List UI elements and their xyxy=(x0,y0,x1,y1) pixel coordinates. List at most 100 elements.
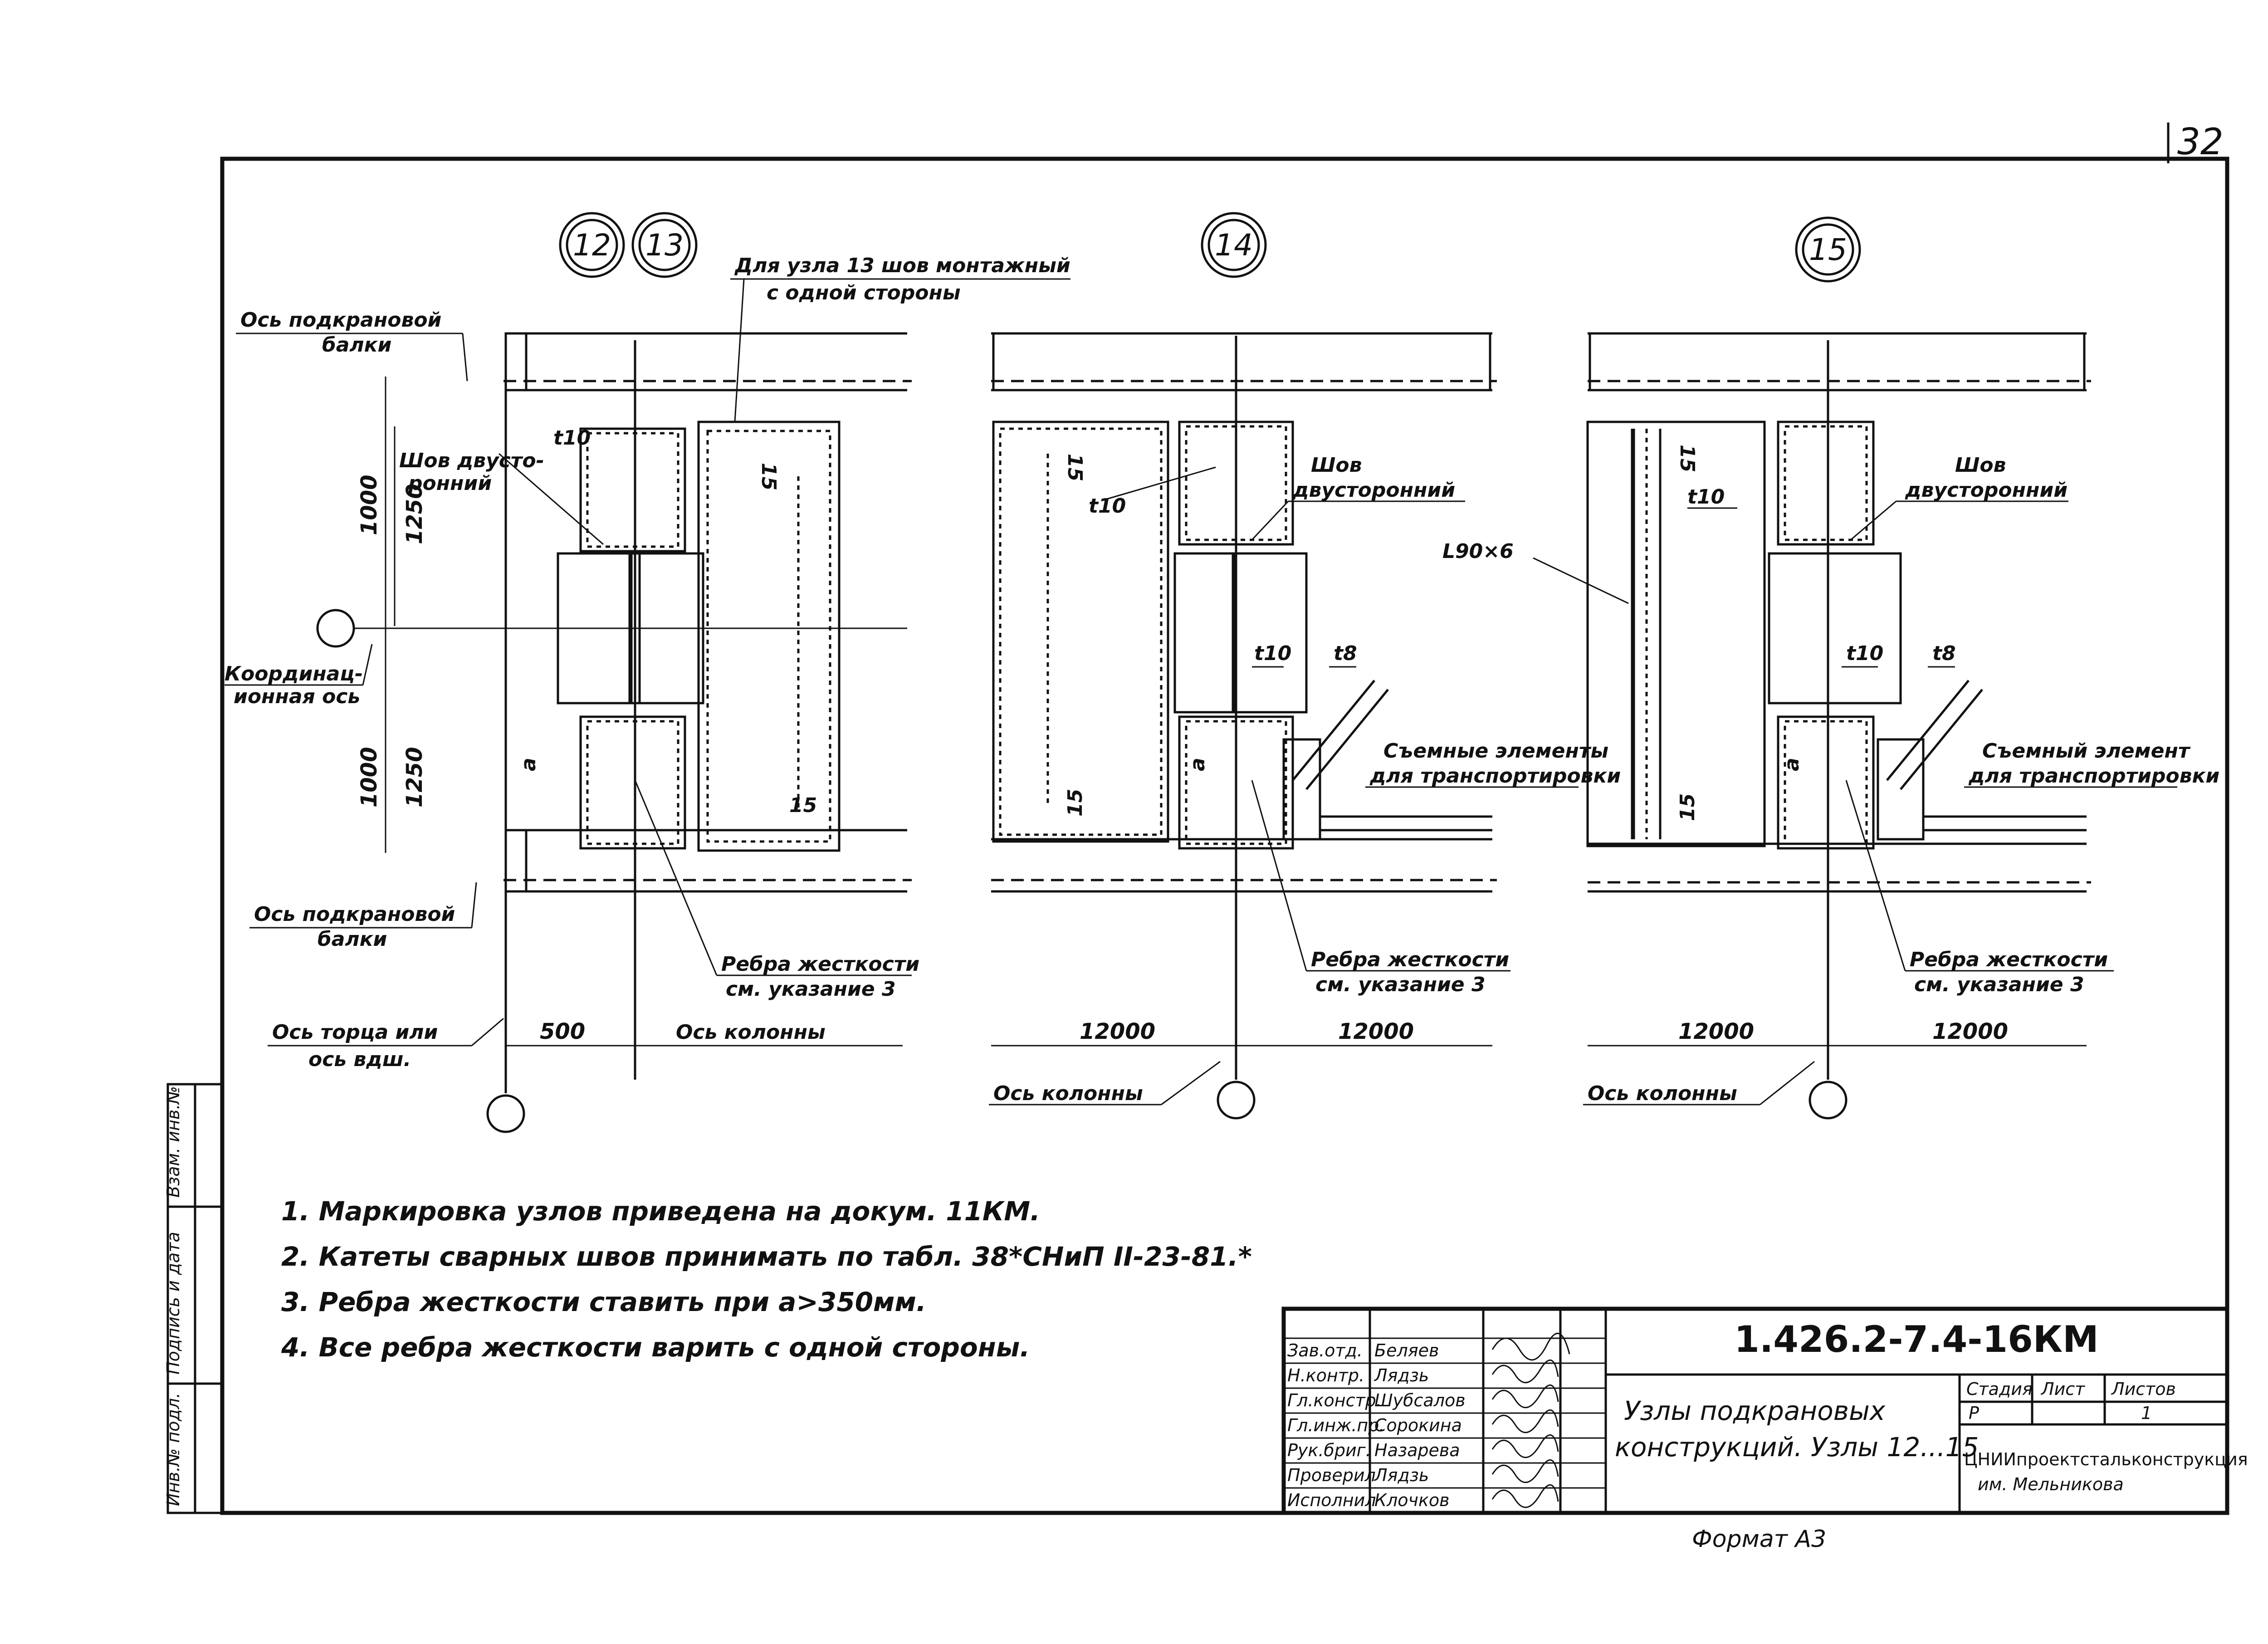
removable-elements-label-2: для транспортировки xyxy=(1369,764,1621,788)
tb-role: Гл.констр. xyxy=(1287,1390,1382,1410)
signature-mark xyxy=(1491,1459,1559,1483)
crane-beam-axis-top-label: Ось подкрановой xyxy=(240,308,441,332)
drawing-frame xyxy=(220,157,2229,1515)
tb-name: Сорокина xyxy=(1374,1415,1462,1435)
node-14-detail: 14 t10 t10 t8 Шов двусторонний xyxy=(989,212,1621,1120)
removable-elements-label: Съемные элементы xyxy=(1383,739,1608,763)
stiffener-label-2: см. указание 3 xyxy=(1914,973,2084,996)
crane-beam-axis-top-label-2: балки xyxy=(322,333,391,357)
t8-label: t8 xyxy=(1334,642,1357,665)
brace-member xyxy=(1900,689,1983,790)
dimension-12000: 12000 xyxy=(1678,1019,1754,1044)
coordination-axis-label: Координац- xyxy=(225,662,363,685)
bottom-stiffener xyxy=(1178,715,1294,850)
sheet-title: Узлы подкрановых xyxy=(1624,1395,1886,1426)
tb-role: Гл.инж.пр. xyxy=(1287,1415,1384,1435)
splice-plate xyxy=(1768,552,1902,705)
bottom-stiffener xyxy=(579,715,686,850)
stiffener-label: Ребра жесткости xyxy=(1311,948,1509,971)
signature-mark xyxy=(1491,1434,1559,1458)
tb-role: Рук.бриг. xyxy=(1287,1440,1371,1460)
removable-element-label-2: для транспортировки xyxy=(1968,764,2219,788)
node-15-detail: 15 L90×6 t10 t10 t8 Шов двусторо xyxy=(1442,216,2219,1120)
tb-name: Лядзь xyxy=(1374,1365,1429,1385)
weld-seam xyxy=(586,432,679,548)
node-marker-12 xyxy=(559,212,625,278)
node-marker-12-inner xyxy=(566,219,618,271)
leader xyxy=(471,1018,504,1047)
tb-name: Назарева xyxy=(1374,1440,1460,1460)
node-marker-15 xyxy=(1795,216,1861,283)
column-axis-label: Ось колонны xyxy=(676,1021,826,1044)
signature-mark xyxy=(1491,1384,1559,1409)
leader xyxy=(1161,1061,1221,1106)
sheets-value: 1 xyxy=(2141,1403,2152,1423)
node-12-13-detail: 12 13 Для узла 13 шов монтажный с одной … xyxy=(225,212,1070,1133)
weld-seam xyxy=(706,430,831,843)
leader xyxy=(1845,780,1906,971)
brace-member xyxy=(1886,680,1970,781)
dimension-500: 500 xyxy=(540,1019,585,1044)
title-block-frame xyxy=(1281,1306,2229,1515)
crane-beam-axis-bottom-label-2: балки xyxy=(318,928,387,951)
dimension-1000-top: 1000 xyxy=(357,475,382,535)
weld-seam xyxy=(999,427,1163,836)
beam-end-plate xyxy=(504,829,528,893)
weld-note-node-13: Для узла 13 шов монтажный xyxy=(734,254,1070,277)
crane-beam-axis-bottom-label: Ось подкрановой xyxy=(254,903,455,926)
dimension-1250-bottom: 1250 xyxy=(402,747,427,807)
side-stamp-cell-3: Взам. инв.№ xyxy=(163,1086,183,1198)
column-axis-label: Ось колонны xyxy=(993,1082,1143,1105)
leader xyxy=(499,453,604,545)
dimension-a: a xyxy=(1780,758,1804,771)
node-marker-15-inner xyxy=(1802,223,1854,276)
brace-member xyxy=(1292,680,1375,781)
note-2: 2. Катеты сварных швов принимать по табл… xyxy=(281,1241,1252,1272)
stiffener-label: Ребра жесткости xyxy=(1910,948,2108,971)
dimension-1250-top: 1250 xyxy=(402,484,427,544)
leader xyxy=(1106,466,1216,500)
t8-label: t8 xyxy=(1932,642,1956,665)
end-axis-label: Ось торца или xyxy=(272,1021,438,1044)
node-number-15: 15 xyxy=(1809,232,1847,267)
leader xyxy=(362,644,373,685)
leader xyxy=(1850,500,1897,541)
weld-two-sided-label: Шов xyxy=(1955,454,2006,477)
leader xyxy=(1760,1061,1815,1106)
organization-name-2: им. Мельникова xyxy=(1978,1474,2124,1494)
top-stiffener xyxy=(579,427,686,553)
column-axis-bubble xyxy=(1217,1081,1256,1120)
note-1: 1. Маркировка узлов приведена на докум. … xyxy=(281,1196,1040,1227)
column-axis-bubble xyxy=(1809,1081,1848,1120)
dimension-a: a xyxy=(1186,758,1209,771)
node-marker-13 xyxy=(631,212,698,278)
weld-note-node-13-line2: с одной стороны xyxy=(767,281,961,304)
leader xyxy=(462,333,468,382)
organization-name: ЦНИИпроектстальконструкция xyxy=(1964,1449,2248,1469)
sheets-header: Листов xyxy=(2111,1379,2176,1399)
weld-two-sided-label-2: двусторонний xyxy=(1292,479,1455,502)
tb-role: Проверил xyxy=(1287,1465,1376,1485)
tb-role: Исполнил xyxy=(1287,1490,1376,1510)
dimension-12000: 12000 xyxy=(1080,1019,1155,1044)
node-marker-14 xyxy=(1201,212,1267,278)
leader xyxy=(634,780,718,976)
tb-role: Н.контр. xyxy=(1287,1365,1364,1385)
stage-value: Р xyxy=(1969,1403,1979,1423)
weld-seam xyxy=(586,720,679,845)
weld-two-sided-label-2: двусторонний xyxy=(1905,479,2068,502)
web-panel xyxy=(1586,421,1766,847)
end-axis-label-2: ось вдш. xyxy=(308,1048,411,1071)
tb-name: Клочков xyxy=(1374,1490,1450,1510)
document-code: 1.426.2-7.4-16КМ xyxy=(1734,1318,2099,1360)
side-stamp: Инв.№ подл. Подпись и дата Взам. инв.№ xyxy=(163,1083,224,1514)
sheet-title-2: конструкций. Узлы 12...15 xyxy=(1615,1432,1979,1463)
tb-signature-rows: Зав.отд. Беляев Н.контр. Лядзь Гл.констр… xyxy=(1284,1332,1606,1510)
weld-size: 15 xyxy=(1063,454,1086,481)
leader xyxy=(1251,500,1289,541)
dimension-1000-bottom: 1000 xyxy=(357,747,382,807)
tb-name: Шубсалов xyxy=(1374,1390,1466,1410)
t10-label: t10 xyxy=(553,426,591,450)
leader xyxy=(1533,557,1629,604)
